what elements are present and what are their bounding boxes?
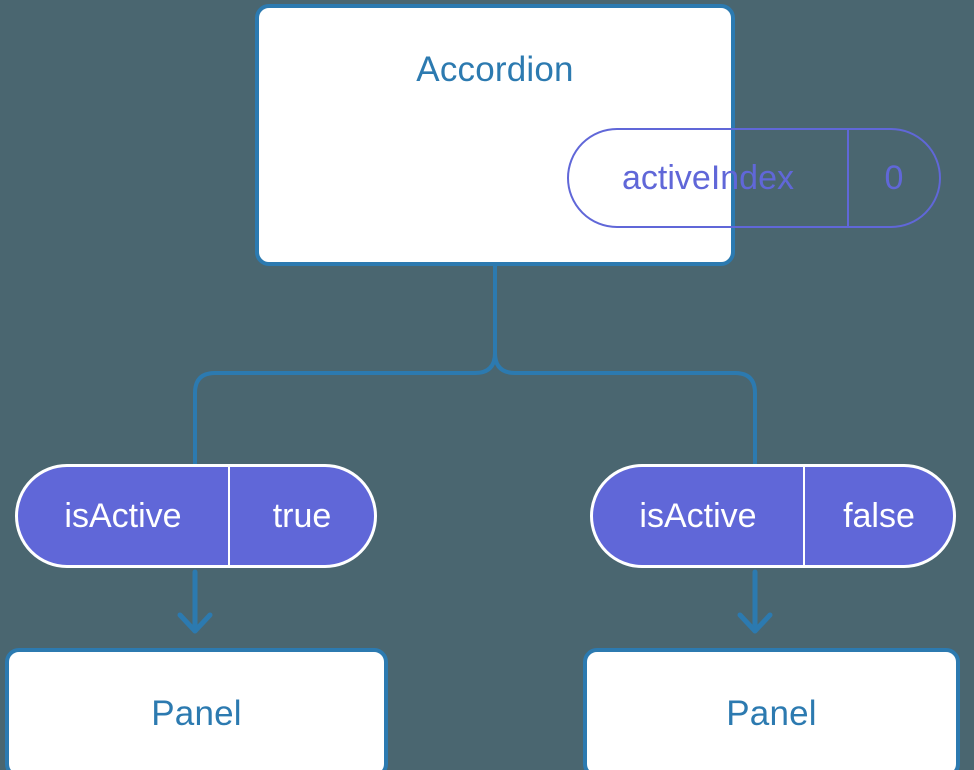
prop-pill-isactive-true[interactable]: isActive true <box>15 464 377 568</box>
panel-right-title: Panel <box>726 693 817 733</box>
node-panel-card-right[interactable]: Panel <box>583 648 960 770</box>
state-pill-activeindex-key: activeIndex <box>569 130 849 226</box>
prop-pill-isactive-false-key: isActive <box>593 467 805 565</box>
node-accordion-card[interactable]: Accordion activeIndex 0 <box>255 4 941 266</box>
accordion-title: Accordion <box>416 50 574 89</box>
edge-accordion-to-isactive-true <box>193 351 497 466</box>
arrow-isactive-false-to-panel <box>737 569 773 634</box>
edge-accordion-to-isactive-false <box>493 351 757 466</box>
node-panel-card-left[interactable]: Panel <box>5 648 388 770</box>
prop-pill-isactive-true-value: true <box>272 497 332 535</box>
state-pill-activeindex-value: 0 <box>884 159 904 197</box>
arrow-isactive-true-to-panel <box>177 569 213 634</box>
prop-pill-isactive-false-value: false <box>843 497 915 535</box>
prop-pill-isactive-true-key: isActive <box>18 467 230 565</box>
panel-left-title: Panel <box>151 693 242 733</box>
state-pill-activeindex[interactable]: activeIndex 0 <box>567 128 941 228</box>
prop-pill-isactive-false[interactable]: isActive false <box>590 464 956 568</box>
